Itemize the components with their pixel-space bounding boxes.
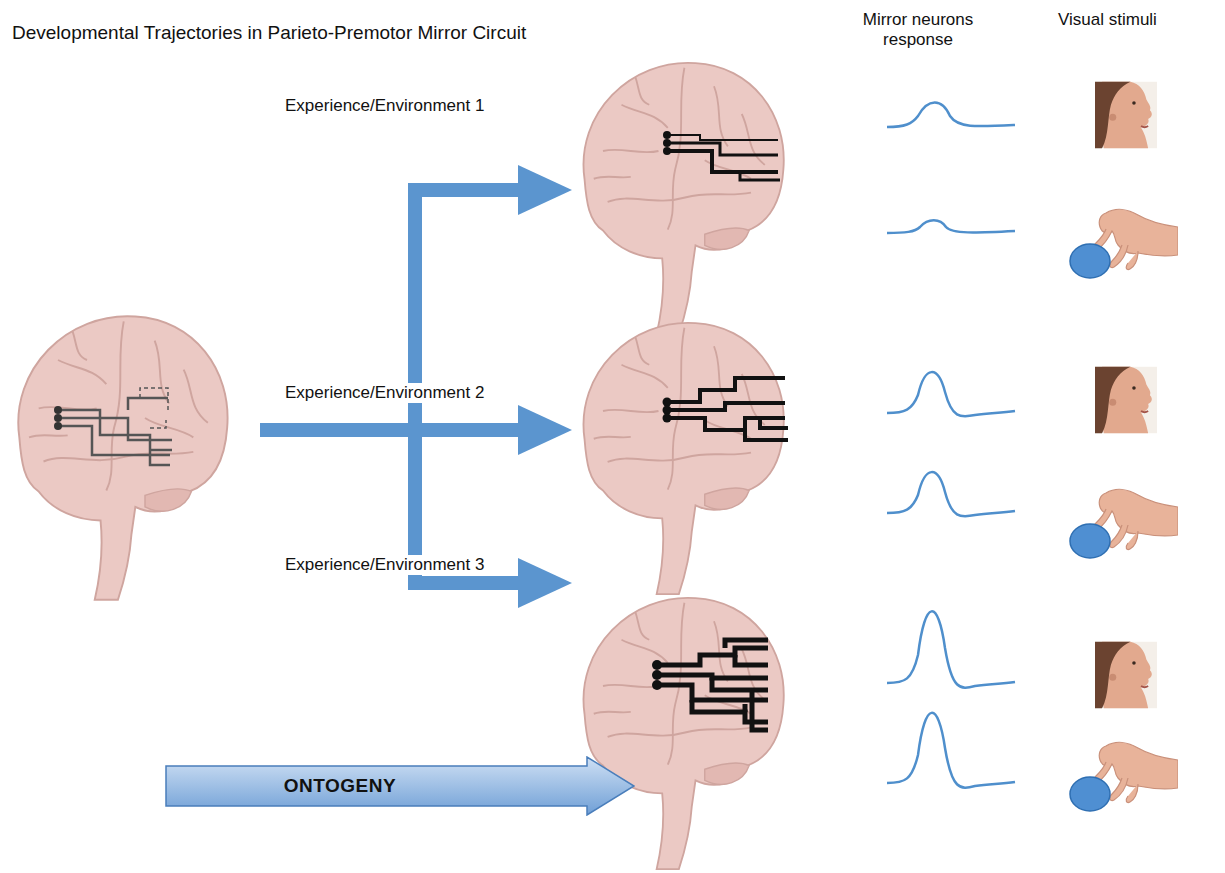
branch-label: Experience/Environment 1 (282, 96, 487, 116)
node-text: ONTOGENY (284, 775, 396, 797)
column-header: Visual stimuli (1058, 10, 1157, 30)
branch-label: Experience/Environment 3 (282, 555, 487, 575)
arrow-shape (165, 756, 635, 816)
diagram-title: Developmental Trajectories in Parieto-Pr… (12, 22, 526, 45)
column-header: Mirror neurons response (838, 10, 998, 51)
ontogeny-arrow: ONTOGENY (165, 756, 635, 816)
branch-label: Experience/Environment 2 (282, 383, 487, 403)
